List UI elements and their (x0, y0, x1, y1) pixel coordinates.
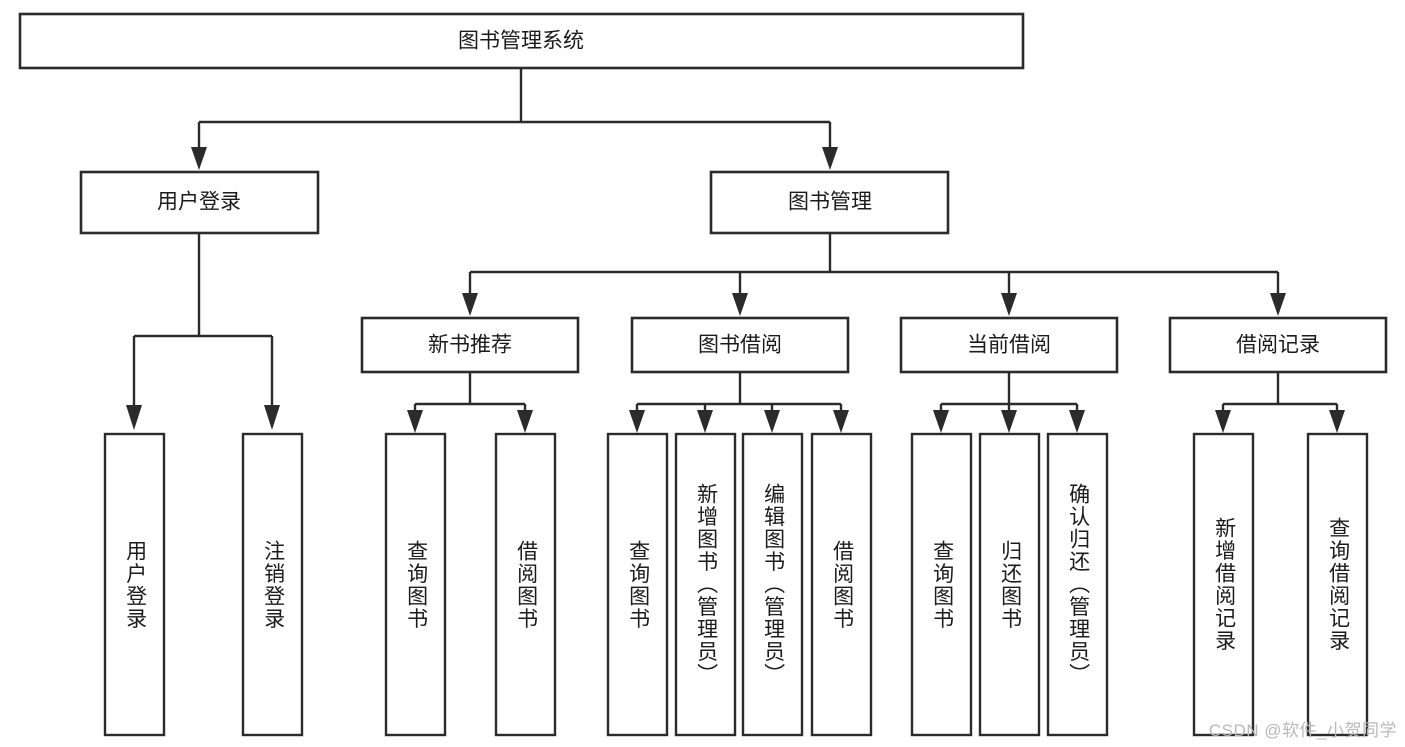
arrow-head-icon (191, 147, 207, 170)
arrow-head-icon (933, 410, 949, 433)
node-label: 新书推荐 (428, 334, 512, 357)
node-box-shape (978, 432, 1041, 737)
arrow-head-icon (1069, 410, 1085, 433)
leaf-node-borrow-book-bb[interactable] (810, 432, 873, 737)
node-box-shape (1168, 316, 1388, 374)
node-book-management[interactable]: 图书管理 (709, 170, 950, 235)
arrow-head-icon (1001, 293, 1017, 316)
node-box-shape (384, 432, 447, 737)
leaf-node-query-book-bb[interactable] (606, 432, 669, 737)
connector-root-to-level1 (191, 68, 838, 170)
leaf-node-return-book[interactable] (978, 432, 1041, 737)
node-box-shape (910, 432, 973, 737)
node-box-shape (606, 432, 669, 737)
node-label: 用户登录 (157, 191, 241, 214)
node-label: 借阅记录 (1236, 334, 1320, 357)
arrow-head-icon (1215, 410, 1231, 433)
arrow-head-icon (264, 405, 280, 430)
node-box-shape (241, 432, 304, 737)
node-box-shape (630, 316, 850, 374)
leaf-node-user-login[interactable] (103, 432, 166, 737)
arrow-head-icon (697, 410, 713, 433)
leaf-node-add-book-admin[interactable] (674, 432, 737, 737)
arrow-head-icon (1329, 410, 1345, 433)
arrow-head-icon (629, 410, 645, 433)
node-box-shape (1046, 432, 1109, 737)
node-label: 图书管理 (788, 191, 872, 214)
node-box-shape (810, 432, 873, 737)
arrow-head-icon (1270, 293, 1286, 316)
arrow-head-icon (517, 410, 533, 433)
connector-userlogin-to-leaves (126, 233, 280, 430)
node-box-shape (1306, 432, 1369, 737)
node-box-shape (899, 316, 1119, 374)
node-label: 图书借阅 (698, 334, 782, 357)
node-box-shape (709, 170, 950, 235)
leaf-node-logout[interactable] (241, 432, 304, 737)
connector-borrowrecord-to-leaves (1215, 372, 1345, 433)
node-box-shape (741, 432, 804, 737)
leaf-node-query-book-cb[interactable] (910, 432, 973, 737)
arrow-head-icon (126, 405, 142, 430)
node-current-borrow[interactable]: 当前借阅 (899, 316, 1119, 374)
node-user-login[interactable]: 用户登录 (79, 170, 320, 235)
leaf-node-query-book-nb[interactable] (384, 432, 447, 737)
leaf-node-confirm-return-admin[interactable] (1046, 432, 1109, 737)
arrow-head-icon (462, 293, 478, 316)
node-borrow-record[interactable]: 借阅记录 (1168, 316, 1388, 374)
node-box-shape (1192, 432, 1255, 737)
node-label: 图书管理系统 (458, 30, 584, 53)
arrow-head-icon (1001, 410, 1017, 433)
node-box-shape (674, 432, 737, 737)
node-label: 当前借阅 (967, 334, 1051, 357)
connector-bookborrow-to-leaves (629, 372, 849, 433)
node-box-shape (494, 432, 557, 737)
leaf-node-edit-book-admin[interactable] (741, 432, 804, 737)
node-box-shape (360, 316, 580, 374)
connector-bookmgmt-to-level2 (462, 233, 1286, 316)
arrow-head-icon (407, 410, 423, 433)
leaf-node-add-borrow-record[interactable] (1192, 432, 1255, 737)
leaf-node-query-borrow-record[interactable] (1306, 432, 1369, 737)
node-root-system[interactable]: 图书管理系统 (18, 12, 1025, 70)
node-box-shape (79, 170, 320, 235)
leaf-node-borrow-book-nb[interactable] (494, 432, 557, 737)
node-book-borrow[interactable]: 图书借阅 (630, 316, 850, 374)
node-new-book-recommend[interactable]: 新书推荐 (360, 316, 580, 374)
arrow-head-icon (822, 147, 838, 170)
arrow-head-icon (764, 410, 780, 433)
arrow-head-icon (732, 293, 748, 316)
node-box-shape (18, 12, 1025, 70)
connector-newbook-to-leaves (407, 372, 533, 433)
node-box-shape (103, 432, 166, 737)
watermark-text: CSDN @软件_小贺同学 (1208, 721, 1397, 740)
arrow-head-icon (833, 410, 849, 433)
connector-currentborrow-to-leaves (933, 372, 1085, 433)
